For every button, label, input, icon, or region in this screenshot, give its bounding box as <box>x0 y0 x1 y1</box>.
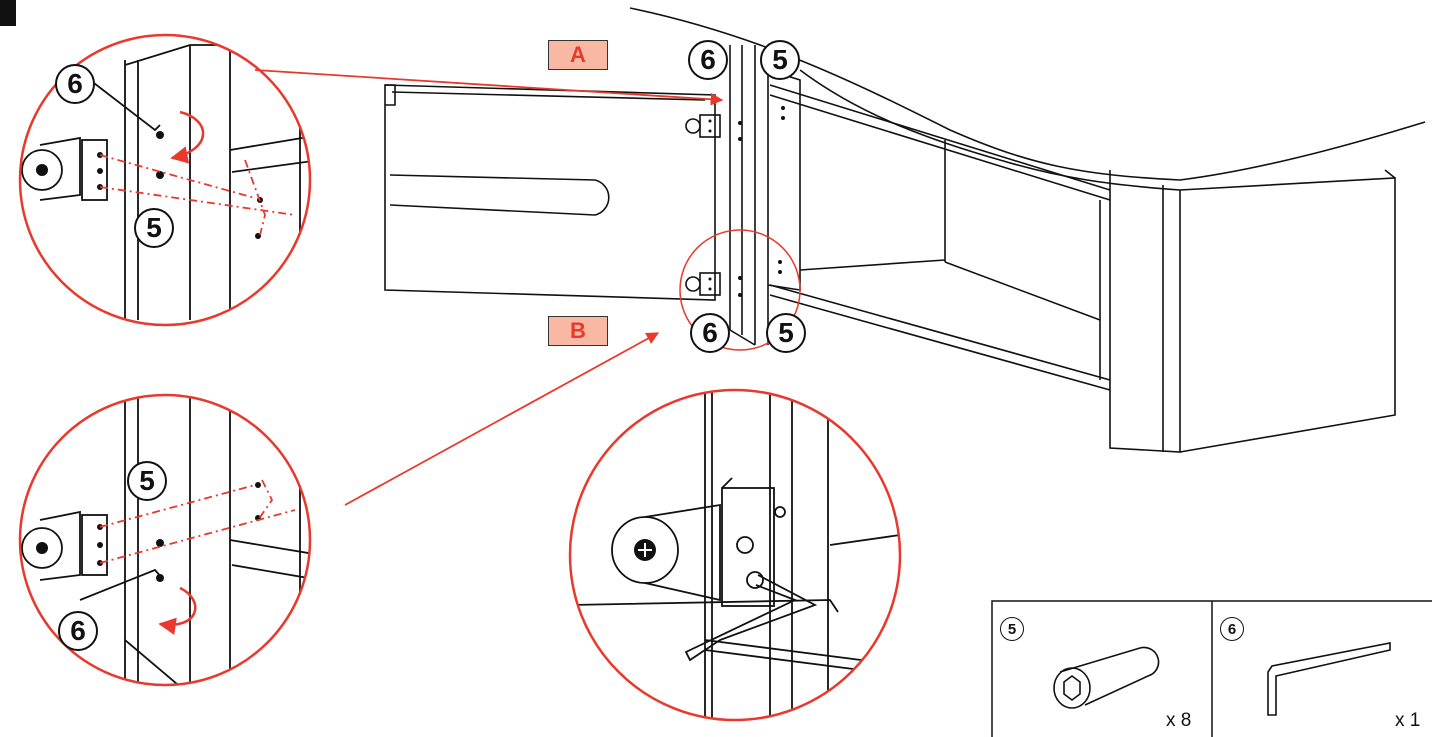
callout-key-top: 6 <box>688 40 728 80</box>
callout-key-detail-top: 6 <box>55 64 95 104</box>
callout-bolt-detail-bottom: 5 <box>127 461 167 501</box>
arrow-to-top-hinge <box>254 69 724 106</box>
detail-top-hinge <box>18 33 312 327</box>
legend-key-number: 6 <box>1220 617 1244 641</box>
callout-key-bottom: 6 <box>690 313 730 353</box>
callout-key-detail-bottom: 6 <box>58 611 98 651</box>
door-label-b: B <box>548 316 608 346</box>
parts-legend <box>991 600 1432 737</box>
arrow-to-bottom-hinge <box>344 332 660 506</box>
legend-key-quantity: x 1 <box>1395 710 1421 731</box>
legend-bolt-number: 5 <box>1000 617 1024 641</box>
callout-bolt-top: 5 <box>760 40 800 80</box>
cabinet-body <box>384 7 1426 453</box>
legend-bolt-quantity: x 8 <box>1166 710 1192 731</box>
detail-bottom-hinge-closeup <box>568 388 902 722</box>
corner-tab <box>0 0 16 26</box>
callout-bolt-bottom: 5 <box>766 313 806 353</box>
detail-bottom-hinge <box>18 393 312 687</box>
allen-key-illustration <box>1267 642 1391 716</box>
callout-bolt-detail-top: 5 <box>134 208 174 248</box>
detail-marker-circle <box>679 229 801 351</box>
bolt-illustration <box>1053 646 1160 709</box>
door-label-a: A <box>548 40 608 70</box>
